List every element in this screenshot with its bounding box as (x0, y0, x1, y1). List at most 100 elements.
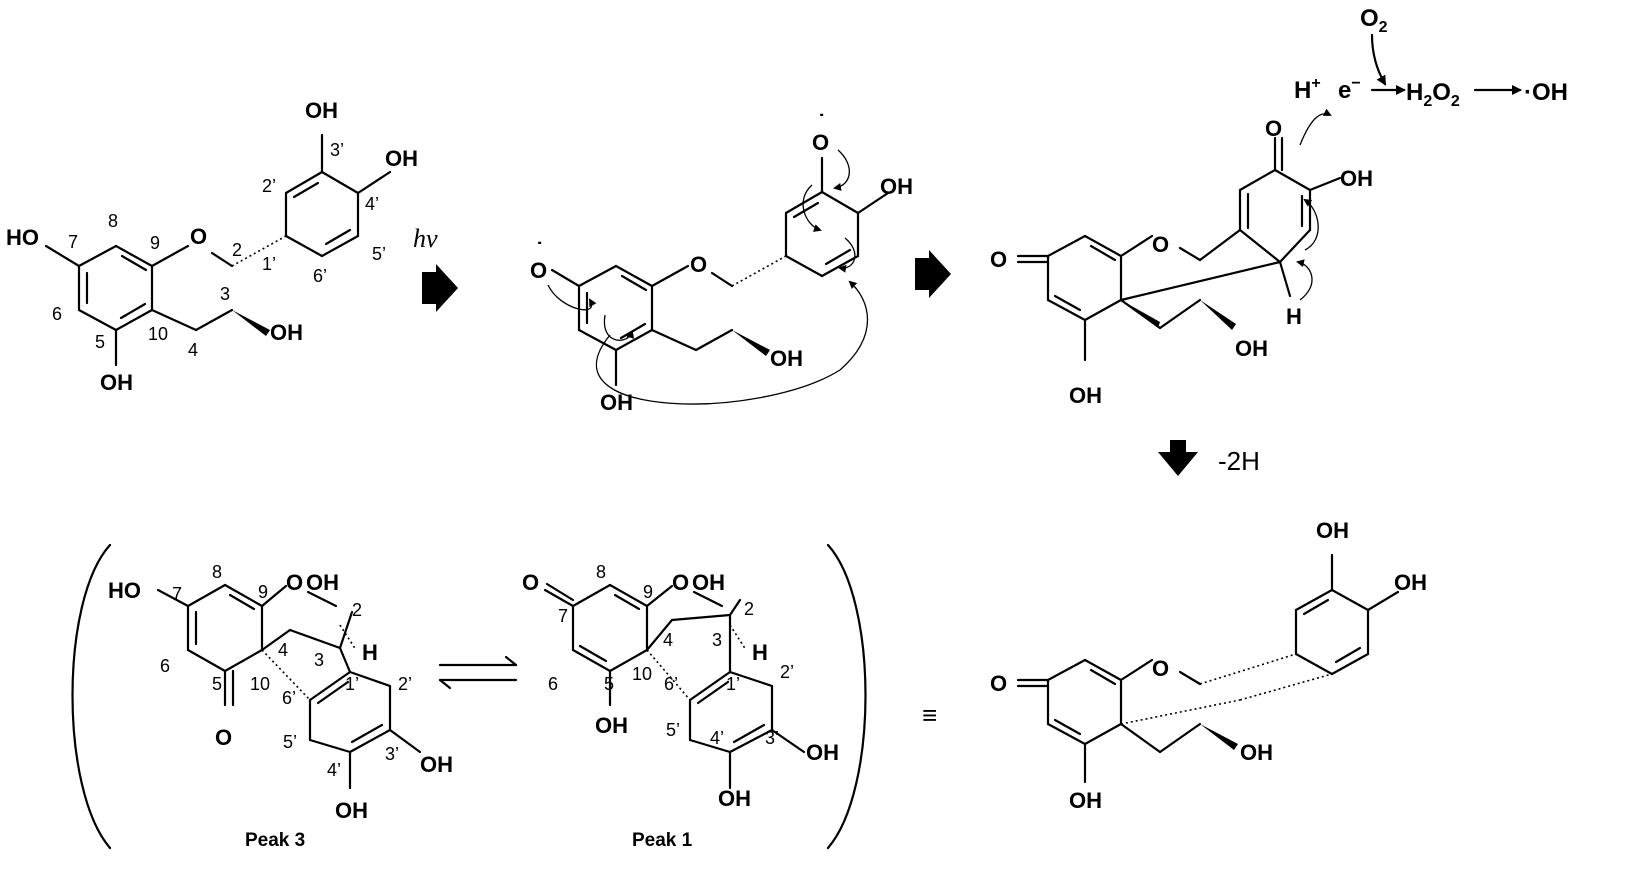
carbonyl-oxygen-3p: O (1265, 116, 1282, 141)
pos-6p: 6’ (664, 674, 678, 694)
ring-oxygen: O (1152, 232, 1169, 257)
oh-4p: OH (880, 174, 913, 199)
h-3: H (752, 640, 768, 665)
pos-10: 10 (250, 674, 270, 694)
stereo-hash (231, 235, 287, 267)
pos-10: 10 (148, 324, 168, 344)
pos-8: 8 (108, 211, 118, 231)
pos-7: 7 (172, 584, 182, 604)
pos-6p: 6’ (313, 266, 327, 286)
ring-oxygen: O (690, 252, 707, 277)
oh-3: OH (1240, 740, 1273, 765)
radical-dot: ˙ (818, 110, 825, 135)
product-structure: O O OH OH OH OH (990, 518, 1427, 813)
pos-8: 8 (212, 562, 222, 582)
carbonyl-oxygen-7: O (990, 247, 1007, 272)
h2o2-label: H2O2 (1406, 79, 1460, 110)
pos-2p: 2’ (262, 176, 276, 196)
catechin-bonds (44, 133, 392, 367)
stereo-wedge (232, 310, 270, 336)
reaction-arrow-2 (915, 250, 951, 298)
reaction-arrow-3 (1158, 440, 1198, 476)
pos-4p: 4’ (327, 760, 341, 780)
pos-6: 6 (548, 674, 558, 694)
pos-9: 9 (150, 233, 160, 253)
pos-1p: 1’ (726, 674, 740, 694)
pos-2: 2 (744, 599, 754, 619)
pos-5: 5 (95, 332, 105, 352)
o2-label: O2 (1360, 5, 1388, 36)
pos-4: 4 (278, 640, 288, 660)
pos-6: 6 (160, 656, 170, 676)
o2-arrow (1370, 33, 1387, 86)
pos-5p: 5’ (283, 732, 297, 752)
pos-5: 5 (212, 674, 222, 694)
h-6p: H (1286, 304, 1302, 329)
oh-5: OH (595, 713, 628, 738)
oh-5: OH (1069, 383, 1102, 408)
pos-9: 9 (258, 582, 268, 602)
quinone-intermediate: O O O OH OH OH H (990, 108, 1373, 408)
hv-label: hv (413, 224, 438, 253)
oh-2: OH (692, 570, 725, 595)
oh-3: OH (770, 346, 803, 371)
carbonyl-oxygen-5: O (215, 725, 232, 750)
pos-2: 2 (232, 240, 242, 260)
oh-3: OH (1235, 336, 1268, 361)
pos-3: 3 (314, 650, 324, 670)
oh-4p: OH (1394, 570, 1427, 595)
pos-3: 3 (220, 284, 230, 304)
ring-oxygen: O (1152, 656, 1169, 681)
minus-2h-label: -2H (1218, 446, 1260, 476)
oh-4p: OH (1340, 166, 1373, 191)
right-bracket (826, 543, 867, 850)
pos-4p: 4’ (710, 728, 724, 748)
radical-dot: ˙ (536, 238, 543, 263)
ho-7: HO (6, 225, 39, 250)
pos-7: 7 (68, 232, 78, 252)
pos-4: 4 (663, 630, 673, 650)
h-plus-label: H+ (1294, 75, 1321, 104)
pos-5p: 5’ (372, 244, 386, 264)
ho-7: HO (108, 578, 141, 603)
pos-6p: 6’ (282, 688, 296, 708)
oh-5: OH (1069, 788, 1102, 813)
peak3-caption: Peak 3 (245, 830, 305, 851)
pos-9: 9 (643, 582, 653, 602)
oh-3p: OH (305, 98, 338, 123)
oh-5: OH (600, 390, 633, 415)
peak1-structure: O O OH H OH OH OH 7 8 9 6 5 10 4 3 2 6’ … (522, 562, 839, 851)
hydroxyl-radical-label: ·OH (1524, 79, 1568, 106)
ring-oxygen: O (190, 224, 207, 249)
radical-oxygen-7: O (530, 258, 547, 283)
carbonyl-oxygen: O (990, 671, 1007, 696)
pos-1p: 1’ (262, 254, 276, 274)
oh-4p: OH (718, 786, 751, 811)
radical-oxygen-3p: O (812, 130, 829, 155)
ros-formation: O2 H+ e− H2O2 ·OH (1294, 5, 1568, 110)
pos-8: 8 (596, 562, 606, 582)
peak1-caption: Peak 1 (632, 830, 693, 851)
radical-structure: O O ˙ OH OH O ˙ OH (530, 110, 913, 415)
equivalence-symbol: ≡ (922, 700, 937, 730)
oh-3: OH (270, 320, 303, 345)
pos-3: 3 (712, 630, 722, 650)
e-minus-label: e− (1338, 75, 1361, 104)
pos-6: 6 (52, 304, 62, 324)
pos-4: 4 (188, 340, 198, 360)
h-3: H (362, 640, 378, 665)
oh-2: OH (306, 570, 339, 595)
peak3-structure: HO O O OH H OH OH 7 8 9 6 5 10 4 3 2 6’ … (108, 562, 453, 851)
pos-7: 7 (558, 606, 568, 626)
pos-1p: 1’ (345, 674, 359, 694)
oh-3p: OH (806, 740, 839, 765)
left-bracket (71, 543, 112, 850)
equilibrium-arrows (438, 655, 518, 690)
pos-5p: 5’ (666, 720, 680, 740)
pos-3p: 3’ (330, 140, 344, 160)
reaction-arrow-1 (422, 264, 458, 312)
pos-5: 5 (604, 674, 614, 694)
ring-oxygen: O (286, 570, 303, 595)
oh-4p: OH (335, 798, 368, 823)
